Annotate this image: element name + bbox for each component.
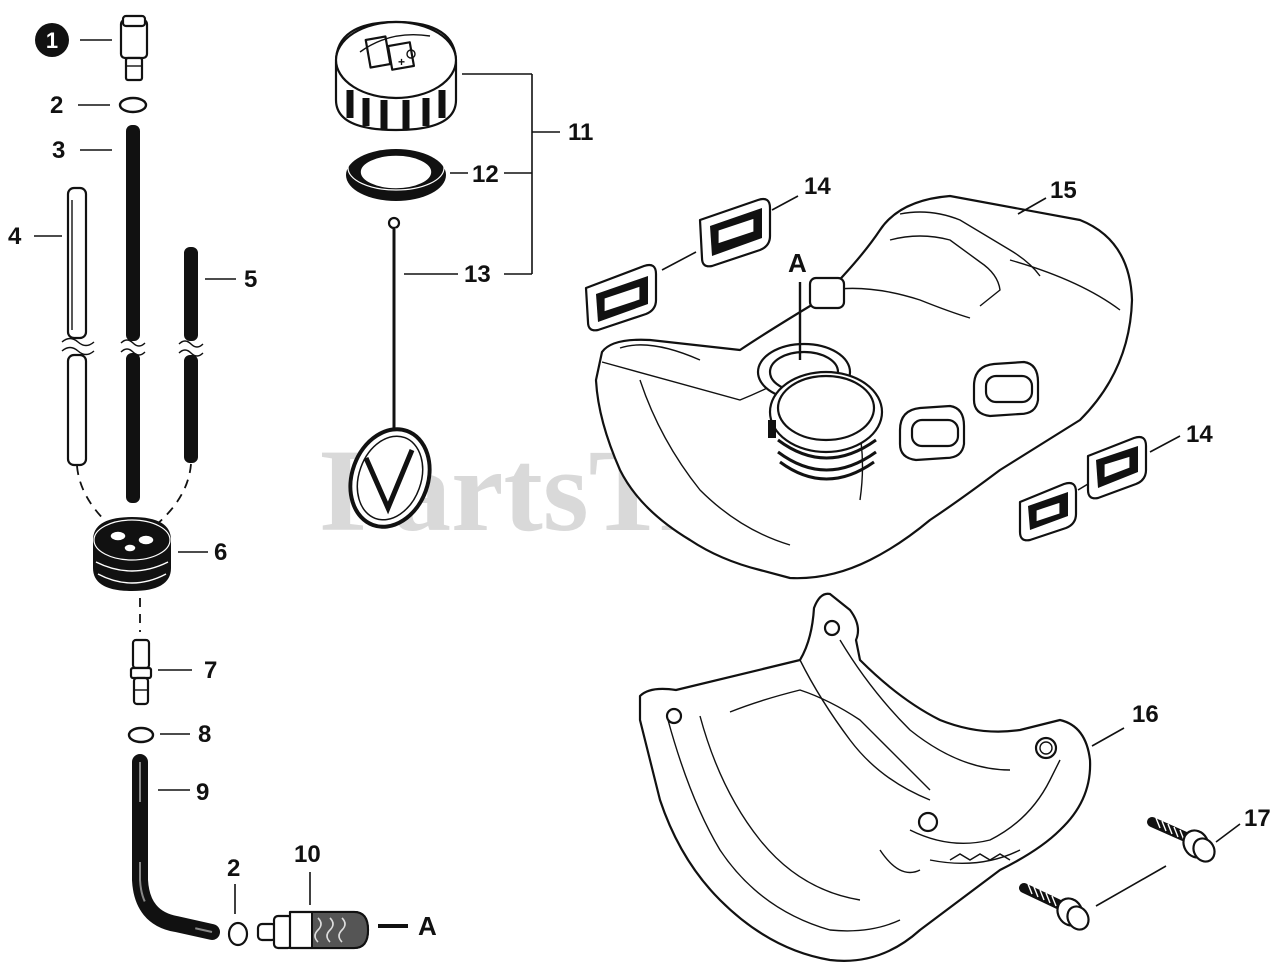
part-10-fuel-filter	[256, 910, 370, 950]
callout-16-leader	[1091, 727, 1125, 747]
callout-14-top[interactable]: 14	[771, 173, 831, 211]
callout-13[interactable]: 13	[404, 261, 491, 288]
callout-11-label: 11	[568, 119, 593, 146]
reference-a-tank[interactable]: A	[788, 248, 807, 360]
callout-2-bottom-label: 2	[227, 855, 240, 882]
callout-10-label: 10	[294, 841, 321, 868]
callout-12[interactable]: 12	[450, 161, 499, 188]
callout-5-label: 5	[244, 266, 257, 293]
callout-15-label: 15	[1050, 177, 1077, 204]
part-1-fitting	[119, 14, 149, 82]
callout-17[interactable]: 17	[1215, 805, 1271, 843]
part-6-grommet	[93, 516, 171, 592]
callout-6-label: 6	[214, 539, 227, 566]
part-17-bolt-upper	[1147, 817, 1216, 863]
callout-11[interactable]: 11	[568, 119, 593, 146]
callout-14-top-label: 14	[804, 173, 831, 200]
fuel-cap-plus-icon: +	[398, 55, 405, 69]
callout-2-top-label: 2	[50, 92, 63, 119]
callout-11-bracket	[462, 73, 560, 275]
part-11-fuel-cap: +	[334, 20, 458, 132]
callout-15[interactable]: 15	[1017, 177, 1077, 215]
callout-1[interactable]: 1	[35, 23, 112, 57]
part-14-pad-top-right	[698, 197, 772, 268]
part-2-clip-top	[118, 96, 148, 114]
part-14-pad-bottom-left	[1018, 481, 1078, 542]
callout-4-label: 4	[8, 223, 22, 250]
part-15-fuel-tank	[594, 194, 1134, 580]
callout-5[interactable]: 5	[205, 266, 257, 293]
callout-13-label: 13	[464, 261, 491, 288]
callout-15-leader	[1017, 197, 1047, 215]
part-16-bracket	[638, 592, 1092, 962]
part-17-bolt-lower	[1019, 883, 1090, 931]
callout-4[interactable]: 4	[8, 223, 62, 250]
callout-12-label: 12	[472, 161, 499, 188]
callout-8[interactable]: 8	[160, 721, 211, 748]
callout-14-bottom-label: 14	[1186, 421, 1213, 448]
callout-2-top[interactable]: 2	[50, 92, 110, 119]
callout-14-bottom-leader	[1149, 435, 1181, 453]
part-2-clip-bottom	[227, 921, 249, 947]
fuel-cap-drop-icon	[406, 49, 416, 59]
reference-a-filter-label: A	[418, 911, 437, 941]
reference-a-tank-label: A	[788, 248, 807, 278]
callout-16[interactable]: 16	[1091, 701, 1159, 747]
callout-17-label: 17	[1244, 805, 1271, 832]
callout-7-label: 7	[204, 657, 217, 684]
callout-2-bottom[interactable]: 2	[227, 855, 240, 914]
reference-a-filter[interactable]: A	[378, 911, 437, 941]
part-8-clip	[127, 726, 155, 744]
part-13-pickup	[348, 216, 432, 529]
part-3-dark-tube	[120, 125, 146, 503]
part-14-pad-top-left	[584, 263, 658, 332]
part-5-dark-tube	[178, 247, 204, 463]
part-4-light-tube	[61, 186, 95, 467]
part-9-fuel-hose	[132, 754, 220, 940]
bolt-connector	[1095, 865, 1167, 907]
callout-9[interactable]: 9	[158, 779, 209, 806]
callout-9-label: 9	[196, 779, 209, 806]
callout-10[interactable]: 10	[294, 841, 321, 905]
callout-3[interactable]: 3	[52, 137, 112, 164]
pad-connector-bottom	[1077, 483, 1089, 491]
callout-14-top-leader	[771, 195, 799, 211]
dashed-connector-tube-5	[149, 463, 192, 531]
part-12-gasket	[346, 145, 446, 201]
part-7-fitting	[129, 638, 153, 706]
callout-1-label: 1	[46, 28, 58, 53]
callout-8-label: 8	[198, 721, 211, 748]
callout-1-marker-icon	[35, 23, 69, 57]
pad-connector-top	[661, 251, 697, 271]
part-14-pad-bottom-right	[1086, 435, 1148, 500]
callout-3-label: 3	[52, 137, 65, 164]
callout-6[interactable]: 6	[178, 539, 227, 566]
callout-7[interactable]: 7	[158, 657, 217, 684]
callout-16-label: 16	[1132, 701, 1159, 728]
callout-14-bottom[interactable]: 14	[1149, 421, 1213, 453]
callout-17-leader	[1215, 823, 1241, 843]
